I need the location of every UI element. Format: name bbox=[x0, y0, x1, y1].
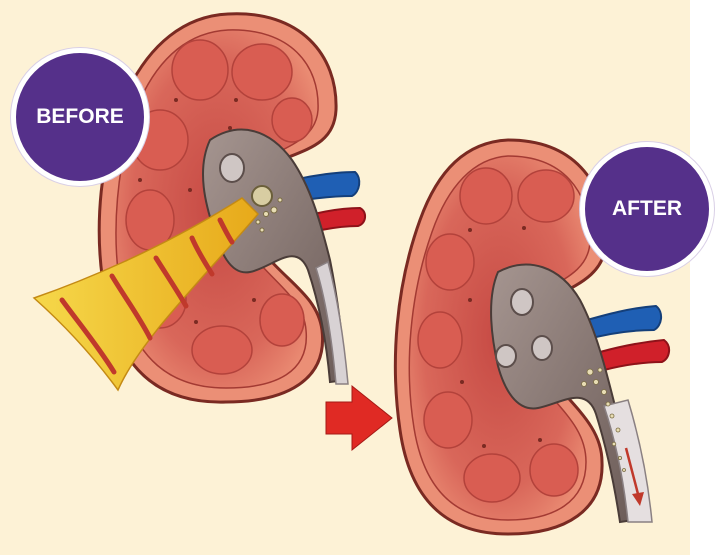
right-arrow bbox=[326, 386, 392, 450]
before-badge: BEFORE bbox=[11, 48, 149, 186]
after-badge: AFTER bbox=[580, 142, 714, 276]
artery-after bbox=[600, 340, 669, 370]
before-label: BEFORE bbox=[36, 105, 124, 129]
kidney-stone bbox=[252, 186, 272, 206]
calyx-before bbox=[220, 154, 244, 182]
after-label: AFTER bbox=[612, 197, 682, 221]
